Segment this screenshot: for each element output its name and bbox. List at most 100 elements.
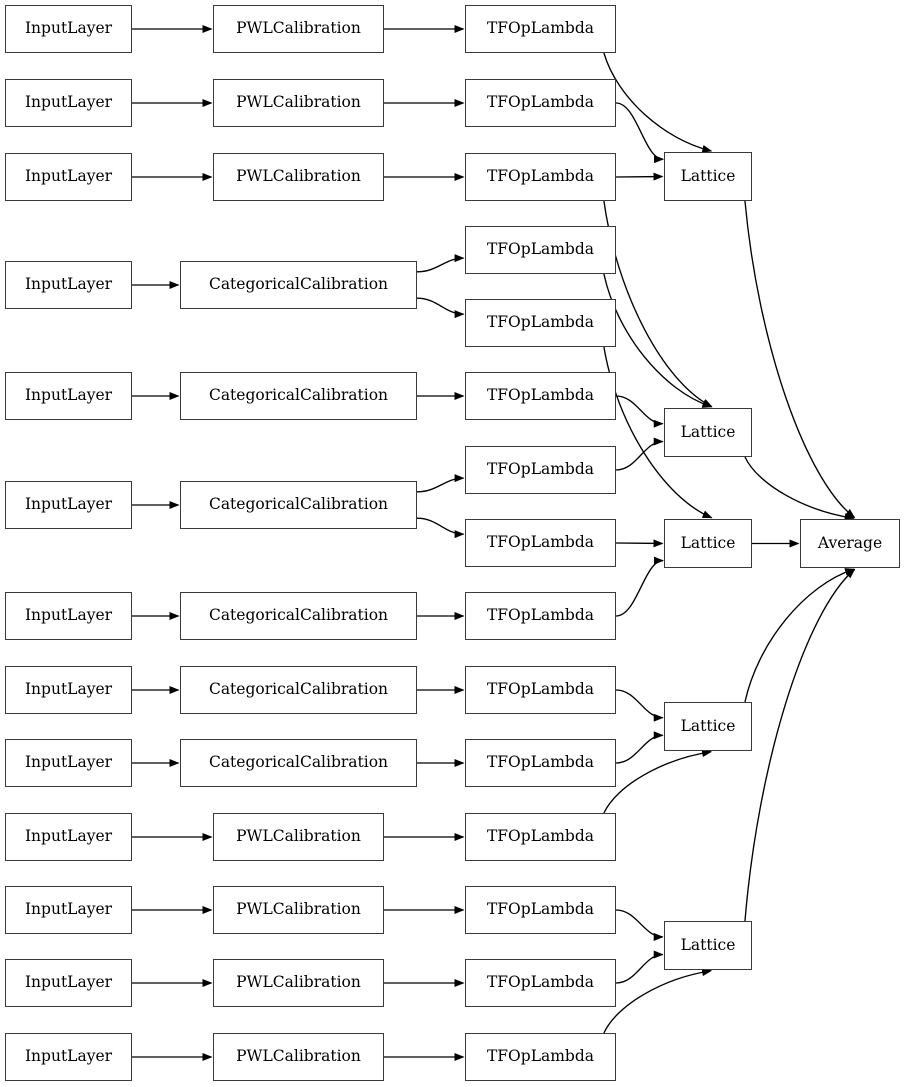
edge-op4-to-lat2 — [603, 273, 713, 408]
node-pwl-cal1[interactable]: PWLCalibration — [213, 5, 384, 53]
node-input-in9[interactable]: InputLayer — [5, 739, 132, 787]
node-label: PWLCalibration — [236, 19, 361, 38]
edge-lat2-to-avg — [744, 456, 855, 521]
node-input-in10[interactable]: InputLayer — [5, 813, 132, 861]
node-pwl-cal13[interactable]: PWLCalibration — [213, 1033, 384, 1081]
node-tfop-op15[interactable]: TFOpLambda — [465, 1033, 616, 1081]
node-label: TFOpLambda — [486, 533, 595, 552]
node-label: Average — [817, 533, 883, 552]
node-label: PWLCalibration — [236, 1047, 361, 1066]
node-label: CategoricalCalibration — [208, 275, 389, 294]
node-input-in11[interactable]: InputLayer — [5, 886, 132, 934]
edge-cal6-to-op7 — [416, 474, 465, 493]
node-label: InputLayer — [24, 167, 113, 186]
node-label: InputLayer — [24, 973, 113, 992]
edge-op3-to-lat2 — [603, 200, 713, 408]
node-input-in2[interactable]: InputLayer — [5, 79, 132, 127]
node-label: TFOpLambda — [486, 680, 595, 699]
node-label: TFOpLambda — [486, 386, 595, 405]
edge-op7-to-lat2 — [615, 437, 664, 471]
node-tfop-op11[interactable]: TFOpLambda — [465, 739, 616, 787]
edge-op1-to-lat1 — [603, 52, 713, 153]
node-tfop-op4[interactable]: TFOpLambda — [465, 226, 616, 274]
node-label: CategoricalCalibration — [208, 495, 389, 514]
node-categorical-cal7[interactable]: CategoricalCalibration — [180, 592, 417, 640]
node-categorical-cal9[interactable]: CategoricalCalibration — [180, 739, 417, 787]
edge-lat1-to-avg — [744, 200, 856, 519]
node-label: TFOpLambda — [486, 753, 595, 772]
node-label: Lattice — [680, 935, 736, 954]
edge-op12-to-lat4 — [603, 749, 713, 814]
node-input-in8[interactable]: InputLayer — [5, 666, 132, 714]
node-categorical-cal5[interactable]: CategoricalCalibration — [180, 372, 417, 420]
node-pwl-cal10[interactable]: PWLCalibration — [213, 813, 384, 861]
node-input-in3[interactable]: InputLayer — [5, 153, 132, 201]
node-label: PWLCalibration — [236, 973, 361, 992]
node-label: Lattice — [680, 422, 736, 441]
node-label: CategoricalCalibration — [208, 386, 389, 405]
node-tfop-op6[interactable]: TFOpLambda — [465, 372, 616, 420]
edge-cal6-to-op8 — [416, 517, 465, 539]
node-label: TFOpLambda — [486, 167, 595, 186]
node-tfop-op14[interactable]: TFOpLambda — [465, 959, 616, 1007]
node-lattice-lat3[interactable]: Lattice — [664, 519, 752, 568]
node-pwl-cal11[interactable]: PWLCalibration — [213, 886, 384, 934]
node-label: TFOpLambda — [486, 973, 595, 992]
node-label: InputLayer — [24, 680, 113, 699]
node-label: Lattice — [680, 716, 736, 735]
node-lattice-lat5[interactable]: Lattice — [664, 921, 752, 970]
node-pwl-cal2[interactable]: PWLCalibration — [213, 79, 384, 127]
node-input-in1[interactable]: InputLayer — [5, 5, 132, 53]
edge-op14-to-lat5 — [615, 950, 664, 984]
node-label: CategoricalCalibration — [208, 606, 389, 625]
node-label: PWLCalibration — [236, 900, 361, 919]
node-input-in6[interactable]: InputLayer — [5, 481, 132, 529]
node-lattice-lat1[interactable]: Lattice — [664, 152, 752, 201]
node-average-avg[interactable]: Average — [800, 519, 900, 568]
node-label: InputLayer — [24, 275, 113, 294]
node-input-in13[interactable]: InputLayer — [5, 1033, 132, 1081]
node-input-in12[interactable]: InputLayer — [5, 959, 132, 1007]
node-label: PWLCalibration — [236, 167, 361, 186]
edge-op13-to-lat5 — [615, 909, 664, 941]
node-lattice-lat4[interactable]: Lattice — [664, 702, 752, 751]
node-label: PWLCalibration — [236, 827, 361, 846]
node-tfop-op8[interactable]: TFOpLambda — [465, 519, 616, 567]
node-tfop-op13[interactable]: TFOpLambda — [465, 886, 616, 934]
node-categorical-cal8[interactable]: CategoricalCalibration — [180, 666, 417, 714]
node-label: TFOpLambda — [486, 1047, 595, 1066]
node-label: InputLayer — [24, 495, 113, 514]
node-tfop-op12[interactable]: TFOpLambda — [465, 813, 616, 861]
node-pwl-cal3[interactable]: PWLCalibration — [213, 153, 384, 201]
node-label: TFOpLambda — [486, 313, 595, 332]
node-tfop-op1[interactable]: TFOpLambda — [465, 5, 616, 53]
edge-op11-to-lat4 — [615, 731, 664, 764]
node-label: TFOpLambda — [486, 606, 595, 625]
node-tfop-op10[interactable]: TFOpLambda — [465, 666, 616, 714]
node-tfop-op3[interactable]: TFOpLambda — [465, 153, 616, 201]
node-label: InputLayer — [24, 606, 113, 625]
node-tfop-op7[interactable]: TFOpLambda — [465, 446, 616, 494]
node-tfop-op5[interactable]: TFOpLambda — [465, 299, 616, 347]
node-label: CategoricalCalibration — [208, 680, 389, 699]
node-categorical-cal4[interactable]: CategoricalCalibration — [180, 261, 417, 309]
node-label: TFOpLambda — [486, 240, 595, 259]
edge-op2-to-lat1 — [615, 102, 665, 164]
edge-op6-to-lat2 — [615, 395, 664, 428]
node-label: Lattice — [680, 166, 736, 185]
node-label: Lattice — [680, 533, 736, 552]
node-input-in4[interactable]: InputLayer — [5, 261, 132, 309]
node-label: CategoricalCalibration — [208, 753, 389, 772]
node-label: InputLayer — [24, 386, 113, 405]
node-tfop-op9[interactable]: TFOpLambda — [465, 592, 616, 640]
node-label: TFOpLambda — [486, 19, 595, 38]
node-tfop-op2[interactable]: TFOpLambda — [465, 79, 616, 127]
node-input-in7[interactable]: InputLayer — [5, 592, 132, 640]
node-pwl-cal12[interactable]: PWLCalibration — [213, 959, 384, 1007]
node-input-in5[interactable]: InputLayer — [5, 372, 132, 420]
node-categorical-cal6[interactable]: CategoricalCalibration — [180, 481, 417, 529]
node-lattice-lat2[interactable]: Lattice — [664, 408, 752, 457]
edge-cal4-to-op5 — [416, 297, 465, 319]
node-label: PWLCalibration — [236, 93, 361, 112]
